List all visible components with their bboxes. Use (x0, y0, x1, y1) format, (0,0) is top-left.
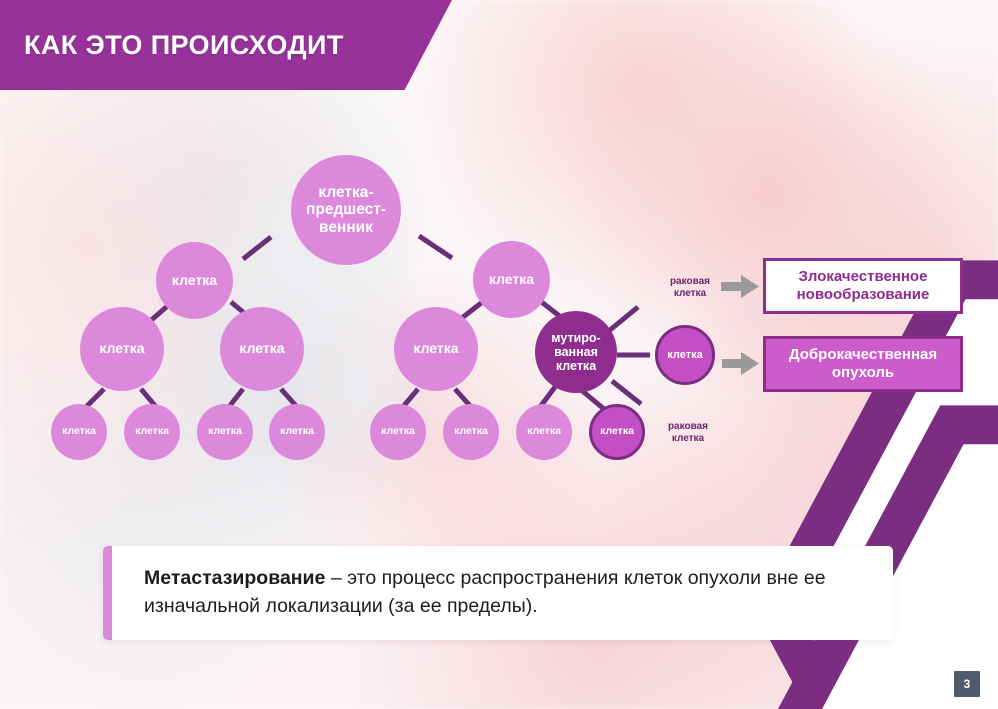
outcome-benign-label: Доброкачественная опухоль (788, 345, 938, 381)
node-label: клетка (239, 340, 285, 357)
connector-mut-down-right (578, 387, 606, 411)
connector-root-right (417, 233, 454, 261)
node-cell-g3-2[interactable]: клетка (220, 307, 304, 391)
node-cell-g4-6[interactable]: клетка (443, 404, 499, 460)
node-label: клетка (667, 348, 703, 361)
caption-card: Метастазирование – это процесс распростр… (103, 546, 893, 640)
node-cell-g4-8-mutant[interactable]: клетка (589, 404, 645, 460)
page-number-badge: 3 (954, 671, 980, 697)
node-cell-g4-5[interactable]: клетка (370, 404, 426, 460)
node-cell-g2-1[interactable]: клетка (156, 242, 233, 319)
node-label: клетка (208, 425, 242, 438)
connector-mut-hex-bottom (610, 379, 643, 406)
node-label: клетка (381, 425, 415, 438)
node-cell-g4-3[interactable]: клетка (197, 404, 253, 460)
node-label: раковая клетка (669, 275, 711, 300)
node-cell-g4-4[interactable]: клетка (269, 404, 325, 460)
caption-lead-term: Метастазирование (144, 567, 326, 590)
node-mutated-cell-label: мутиро- ванная клетка (551, 331, 601, 373)
node-cell-g3-3[interactable]: клетка (394, 307, 478, 391)
node-cell-g2-2[interactable]: клетка (473, 241, 550, 318)
node-cancer-cell-hexagon-bottom[interactable]: раковая клетка (653, 402, 998, 709)
connector-mut-down-left (538, 385, 557, 409)
node-label: клетка (62, 425, 96, 438)
node-label: клетка (413, 340, 459, 357)
outcome-malignant-tumor[interactable]: Злокачественное новообразование (763, 258, 963, 314)
node-mutated-cell[interactable]: мутиро- ванная клетка (535, 311, 617, 393)
node-label: клетка (280, 425, 314, 438)
node-label: клетка (488, 270, 535, 287)
node-cancer-cell-hexagon-top[interactable]: раковая клетка (655, 257, 998, 709)
node-label: клетка (527, 425, 561, 438)
caption-rest: – это процесс распространения клеток опу… (144, 567, 826, 617)
node-progenitor-cell[interactable]: клетка- предшест- венник (291, 155, 401, 265)
node-cell-g4-7[interactable]: клетка (516, 404, 572, 460)
arrow-to-malignant (721, 275, 759, 298)
node-cell-g4-2[interactable]: клетка (124, 404, 180, 460)
node-label: клетка (99, 340, 145, 357)
node-label: клетка (171, 271, 218, 288)
caption-accent-bar (103, 546, 112, 640)
node-label: клетка (135, 425, 169, 438)
header-banner: КАК ЭТО ПРОИСХОДИТ (0, 0, 452, 90)
connector-root-left (241, 235, 273, 261)
node-label: раковая клетка (667, 420, 709, 445)
node-progenitor-cell-label: клетка- предшест- венник (306, 183, 386, 236)
node-cell-g3-1[interactable]: клетка (80, 307, 164, 391)
outcome-malignant-label: Злокачественное новообразование (796, 267, 930, 303)
node-cell-g4-1[interactable]: клетка (51, 404, 107, 460)
caption-text: Метастазирование – это процесс распростр… (112, 565, 893, 620)
node-benign-cell[interactable]: клетка (655, 325, 715, 385)
node-label: клетка (454, 425, 488, 438)
arrow-to-benign (722, 352, 759, 375)
node-label: клетка (600, 425, 634, 438)
page-title: КАК ЭТО ПРОИСХОДИТ (24, 29, 344, 60)
connector-mut-hex-top (608, 305, 640, 332)
outcome-benign-tumor[interactable]: Доброкачественная опухоль (763, 336, 963, 392)
